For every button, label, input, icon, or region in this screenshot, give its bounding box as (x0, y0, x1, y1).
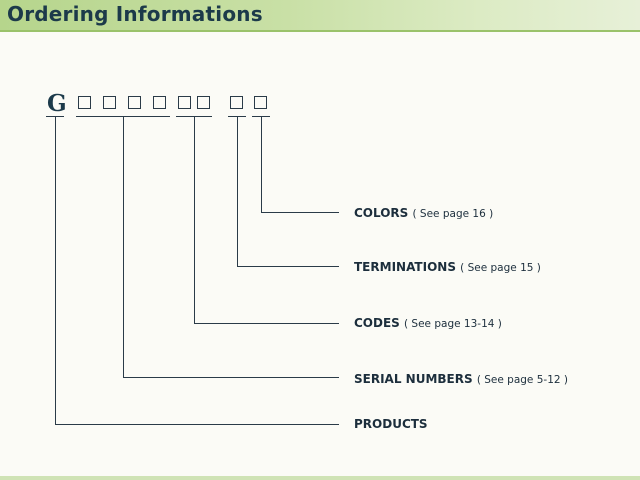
codes-connector-vertical (194, 116, 195, 324)
callout-page-ref: ( See page 15 ) (460, 262, 541, 274)
serial-connector-horizontal (123, 377, 339, 378)
color-box (254, 96, 267, 109)
codes-connector-horizontal (194, 323, 339, 324)
serial-digit-box (78, 96, 91, 109)
footer-band (0, 476, 640, 480)
code-prefix-letter: G (47, 90, 67, 117)
serial-digit-box (128, 96, 141, 109)
callout-products: PRODUCTS (354, 417, 428, 431)
callout-codes: CODES ( See page 13-14 ) (354, 316, 502, 331)
serial-connector-vertical (123, 116, 124, 378)
callout-terminations: TERMINATIONS ( See page 15 ) (354, 260, 541, 275)
code-digit-box (178, 96, 191, 109)
page-title: Ordering Informations (7, 2, 263, 26)
serial-digit-box (153, 96, 166, 109)
callout-label: SERIAL NUMBERS (354, 372, 473, 386)
code-digit-box (197, 96, 210, 109)
terminations-connector-horizontal (237, 266, 339, 267)
termination-box (230, 96, 243, 109)
colors-connector-horizontal (261, 212, 339, 213)
callout-label: CODES (354, 316, 400, 330)
products-connector-horizontal (55, 424, 339, 425)
callout-page-ref: ( See page 16 ) (412, 208, 494, 220)
serial-digit-box (103, 96, 116, 109)
products-connector-vertical (55, 116, 56, 425)
header-band (0, 0, 640, 30)
header-divider (0, 30, 640, 32)
callout-serial-numbers: SERIAL NUMBERS ( See page 5-12 ) (354, 372, 568, 387)
callout-colors: COLORS ( See page 16 ) (354, 206, 493, 221)
terminations-connector-vertical (237, 116, 238, 267)
callout-page-ref: ( See page 13-14 ) (404, 318, 502, 330)
colors-connector-vertical (261, 116, 262, 213)
callout-label: COLORS (354, 206, 409, 220)
callout-label: TERMINATIONS (354, 260, 456, 274)
callout-page-ref: ( See page 5-12 ) (476, 374, 568, 386)
callout-label: PRODUCTS (354, 417, 428, 431)
